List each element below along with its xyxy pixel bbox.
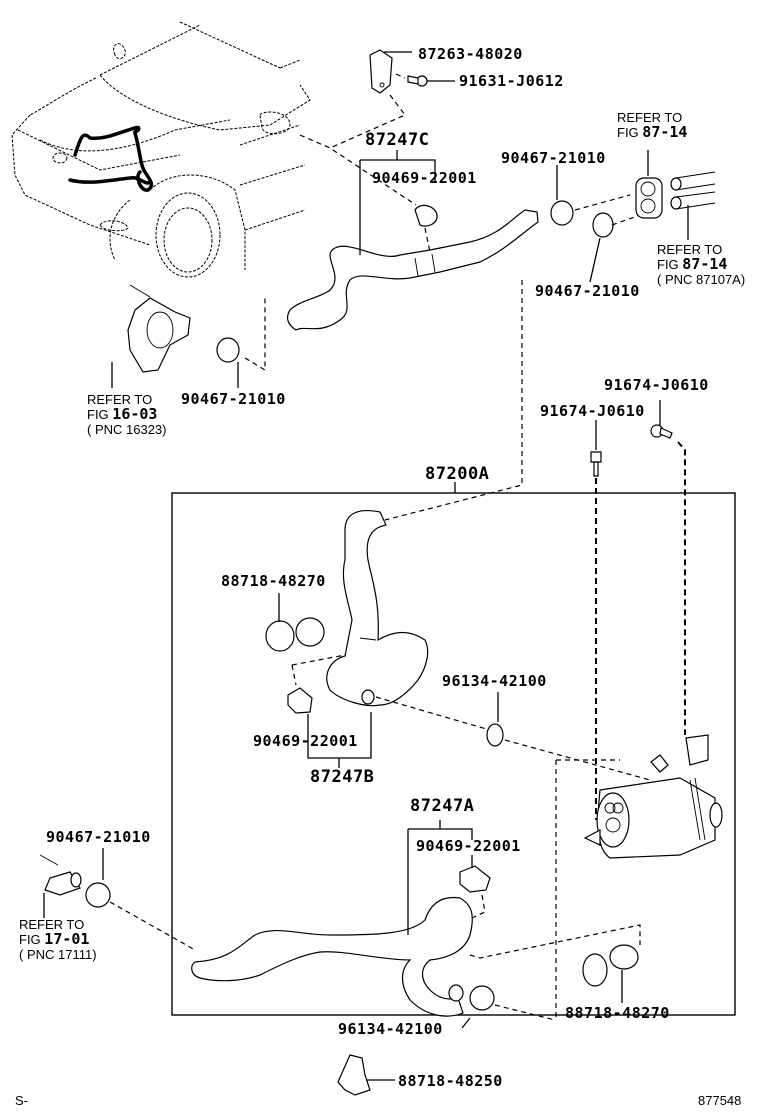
clamp-b [287, 687, 372, 768]
reference-fig-prefix: FIG [87, 407, 109, 422]
clip-upper [486, 692, 504, 747]
clamp-pair-lower [582, 944, 639, 1003]
reference-fig-number: 16-03 [112, 405, 158, 423]
reference-fig-number: 87-14 [642, 123, 688, 141]
label-clamp-b: 90469-22001 [253, 732, 358, 750]
reference-pnc: ( PNC 16323) [87, 422, 167, 437]
label-clip-upper: 96134-42100 [442, 672, 547, 690]
grommet-part [635, 150, 663, 219]
label-clamp-pair-lower: 88718-48270 [565, 1004, 670, 1022]
bolt-vertical [590, 420, 602, 477]
reference-pnc: ( PNC 87107A) [657, 272, 746, 287]
reference-line: REFER TO [87, 392, 153, 407]
label-clamp-pair-upper: 88718-48270 [221, 572, 326, 590]
hose-87247a [191, 820, 473, 1017]
reference-pnc: ( PNC 17111) [19, 947, 97, 962]
label-hose-c: 87247C [365, 130, 430, 150]
clamp-left-lower [85, 848, 111, 908]
figure-code: 877548 [698, 1093, 742, 1108]
label-bolt-top: 91631-J0612 [459, 72, 564, 90]
reference-fig-16-03[interactable]: REFER TO FIG 16-03 ( PNC 16323) [87, 392, 166, 437]
flange-part [111, 284, 191, 388]
reference-line: REFER TO [617, 110, 683, 125]
reference-line: REFER TO [657, 242, 723, 257]
label-bolt-1: 91674-J0610 [604, 376, 709, 394]
reference-fig-number: 87-14 [682, 255, 728, 273]
label-clamp-a: 90469-22001 [416, 837, 521, 855]
label-bolt-2: 91674-J0610 [540, 402, 645, 420]
heater-unit [583, 734, 723, 859]
reference-fig-prefix: FIG [19, 932, 41, 947]
label-hose-b: 87247B [310, 767, 375, 787]
reference-fig-prefix: FIG [617, 125, 639, 140]
label-clamp-top-right-1: 90467-21010 [501, 149, 606, 167]
hose-87247c [286, 150, 539, 331]
label-hose-a: 87247A [410, 796, 475, 816]
bracket-part [329, 49, 455, 149]
label-clamp-bottom: 88718-48250 [398, 1072, 503, 1090]
label-heater-assy: 87200A [425, 464, 490, 484]
clamp-top-right-2 [589, 212, 614, 283]
vehicle-illustration [11, 21, 311, 278]
hose-87247b [326, 509, 429, 707]
clamp-bottom [337, 1054, 395, 1096]
reference-fig-17-01[interactable]: REFER TO FIG 17-01 ( PNC 17111) [19, 917, 97, 962]
reference-fig-number: 17-01 [44, 930, 90, 948]
label-clamp-c: 90469-22001 [372, 169, 477, 187]
bolt-angled [650, 400, 673, 439]
clamp-a [459, 855, 491, 893]
reference-fig-87-14-bottom[interactable]: REFER TO FIG 87-14 ( PNC 87107A) [657, 242, 745, 287]
clip-lower [461, 985, 495, 1029]
label-clamp-left-lower: 90467-21010 [46, 828, 151, 846]
corner-mark: S- [15, 1093, 28, 1108]
clamp-pair-upper [265, 593, 325, 652]
label-bracket: 87263-48020 [418, 45, 523, 63]
pipe-ends [670, 171, 716, 240]
label-clamp-top-right-2: 90467-21010 [535, 282, 640, 300]
label-clip-lower: 96134-42100 [338, 1020, 443, 1038]
reference-line: REFER TO [19, 917, 85, 932]
label-clamp-left-upper: 90467-21010 [181, 390, 286, 408]
reference-fig-prefix: FIG [657, 257, 679, 272]
reference-fig-87-14-top[interactable]: REFER TO FIG 87-14 [617, 110, 687, 140]
clamp-left-upper [216, 337, 240, 388]
pipe-fitting-left [39, 854, 82, 918]
clamp-top-right-1 [550, 165, 574, 226]
